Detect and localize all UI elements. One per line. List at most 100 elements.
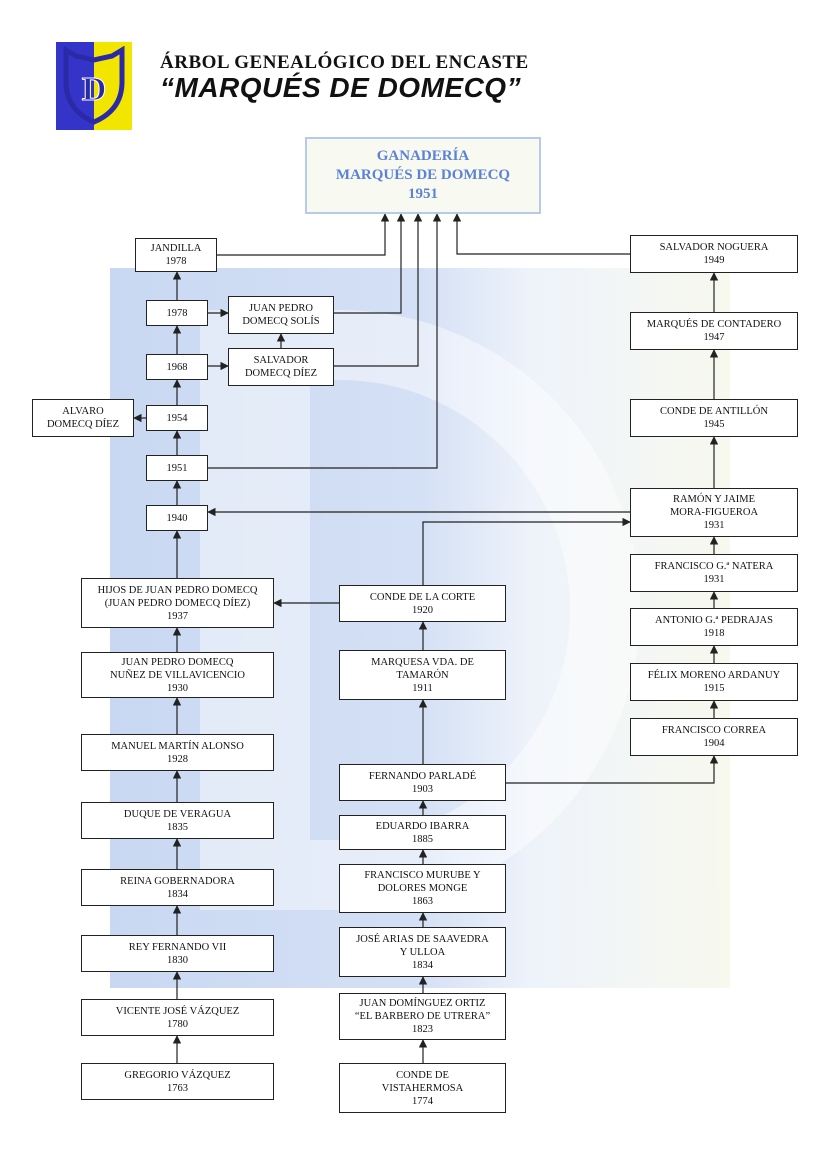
node-name: FERNANDO PARLADÉ: [368, 770, 477, 782]
node-contadero: MARQUÉS DE CONTADERO 1947: [630, 312, 798, 350]
node-year: 1830: [167, 954, 188, 966]
node-name: EDUARDO IBARRA: [375, 820, 470, 832]
node-vista: CONDE DE VISTAHERMOSA 1774: [339, 1063, 506, 1113]
node-year: 1885: [412, 833, 433, 845]
node-hijos: HIJOS DE JUAN PEDRO DOMECQ (JUAN PEDRO D…: [81, 578, 274, 628]
node-year: 1930: [167, 682, 188, 694]
node-name: JUAN PEDRO DOMECQ NUÑEZ DE VILLAVICENCIO: [110, 656, 245, 681]
node-name: MANUEL MARTÍN ALONSO: [111, 740, 244, 752]
node-jandilla: JANDILLA 1978: [135, 238, 217, 272]
node-name: DUQUE DE VERAGUA: [123, 808, 232, 820]
node-name: RAMÓN Y JAIME MORA-FIGUEROA: [669, 494, 759, 518]
node-parlade: FERNANDO PARLADÉ 1903: [339, 764, 506, 801]
node-name: SALVADOR DOMECQ DÍEZ: [244, 355, 318, 379]
node-y1940: 1940: [146, 505, 208, 531]
node-tamaron: MARQUESA VDA. DE TAMARÓN 1911: [339, 650, 506, 700]
node-year: 1951: [408, 186, 438, 202]
node-year: 1823: [412, 1024, 433, 1035]
node-barbero: JUAN DOMÍNGUEZ ORTIZ “EL BARBERO DE UTRE…: [339, 993, 506, 1040]
node-year: 1863: [412, 896, 433, 907]
node-add: ALVARO DOMECQ DÍEZ: [32, 399, 134, 437]
edge-parlade-to-correa: [506, 755, 719, 784]
node-y1978: 1978: [146, 300, 208, 326]
node-sdd: SALVADOR DOMECQ DÍEZ: [228, 348, 334, 386]
title-line-1: ÁRBOL GENEALÓGICO DEL ENCASTE: [160, 52, 529, 73]
node-vjv: VICENTE JOSÉ VÁZQUEZ 1780: [81, 999, 274, 1036]
node-name: 1978: [166, 307, 188, 319]
node-name: GANADERÍA MARQUÉS DE DOMECQ: [335, 148, 511, 183]
node-year: 1937: [167, 610, 188, 622]
edge-jandilla-to-root: [217, 213, 390, 256]
node-year: 1904: [703, 738, 725, 749]
node-name: 1954: [166, 412, 188, 424]
node-name: FRANCISCO MURUBE Y DOLORES MONGE: [364, 870, 481, 894]
edge-sdd-to-root: [334, 213, 423, 367]
node-corte: CONDE DE LA CORTE 1920: [339, 585, 506, 622]
node-arias: JOSÉ ARIAS DE SAAVEDRA Y ULLOA 1834: [339, 927, 506, 977]
node-name: 1940: [166, 512, 188, 524]
node-jpds: JUAN PEDRO DOMECQ SOLÍS: [228, 296, 334, 334]
node-name: JOSÉ ARIAS DE SAAVEDRA Y ULLOA: [356, 933, 489, 958]
node-name: FRANCISCO CORREA: [661, 725, 767, 736]
node-name: MARQUÉS DE CONTADERO: [646, 319, 782, 330]
node-name: CONDE DE VISTAHERMOSA: [381, 1069, 464, 1094]
node-name: CONDE DE ANTILLÓN: [660, 406, 768, 417]
node-pedrajas: ANTONIO G.ª PEDRAJAS 1918: [630, 608, 798, 646]
node-name: 1951: [166, 462, 188, 474]
node-name: REY FERNANDO VII: [128, 941, 227, 953]
node-year: 1780: [167, 1018, 188, 1030]
edge-y1951-to-root: [208, 213, 442, 469]
node-name: JUAN DOMÍNGUEZ ORTIZ “EL BARBERO DE UTRE…: [354, 998, 491, 1022]
node-reina: REINA GOBERNADORA 1834: [81, 869, 274, 906]
node-year: 1978: [165, 256, 187, 267]
node-antillon: CONDE DE ANTILLÓN 1945: [630, 399, 798, 437]
node-y1951: 1951: [146, 455, 208, 481]
node-name: GREGORIO VÁZQUEZ: [124, 1069, 231, 1081]
node-name: VICENTE JOSÉ VÁZQUEZ: [115, 1005, 240, 1017]
node-name: HIJOS DE JUAN PEDRO DOMECQ (JUAN PEDRO D…: [97, 584, 258, 609]
node-name: JUAN PEDRO DOMECQ SOLÍS: [242, 303, 320, 327]
node-year: 1945: [703, 419, 725, 430]
node-root: GANADERÍA MARQUÉS DE DOMECQ 1951: [305, 137, 541, 214]
node-ibarra: EDUARDO IBARRA 1885: [339, 815, 506, 850]
node-y1968: 1968: [146, 354, 208, 380]
node-year: 1920: [412, 604, 433, 616]
edge-noguera-to-root: [452, 213, 630, 255]
node-ramon: RAMÓN Y JAIME MORA-FIGUEROA 1931: [630, 488, 798, 537]
node-name: ALVARO DOMECQ DÍEZ: [46, 406, 120, 430]
node-year: 1928: [167, 753, 188, 765]
node-mma: MANUEL MARTÍN ALONSO 1928: [81, 734, 274, 771]
node-natera: FRANCISCO G.ª NATERA 1931: [630, 554, 798, 592]
node-murube: FRANCISCO MURUBE Y DOLORES MONGE 1863: [339, 864, 506, 913]
node-noguera: SALVADOR NOGUERA 1949: [630, 235, 798, 273]
title-line-2: “MARQUÉS DE DOMECQ”: [160, 72, 522, 103]
node-year: 1915: [703, 683, 725, 694]
node-name: FÉLIX MORENO ARDANUY: [647, 670, 781, 681]
node-y1954: 1954: [146, 405, 208, 431]
edge-jpds-to-root: [334, 213, 406, 314]
node-year: 1949: [703, 255, 725, 266]
node-name: SALVADOR NOGUERA: [659, 242, 769, 253]
node-name: 1968: [166, 361, 188, 373]
node-gv: GREGORIO VÁZQUEZ 1763: [81, 1063, 274, 1100]
node-ardanuy: FÉLIX MORENO ARDANUY 1915: [630, 663, 798, 701]
node-year: 1911: [412, 682, 433, 694]
node-year: 1931: [703, 574, 725, 585]
shield-logo: D: [56, 42, 132, 130]
node-veragua: DUQUE DE VERAGUA 1835: [81, 802, 274, 839]
node-year: 1903: [412, 783, 433, 795]
node-name: FRANCISCO G.ª NATERA: [654, 561, 774, 572]
node-year: 1931: [703, 520, 725, 531]
node-rey: REY FERNANDO VII 1830: [81, 935, 274, 972]
node-year: 1774: [412, 1095, 433, 1107]
logo-letter: D: [82, 71, 107, 108]
node-year: 1918: [703, 628, 725, 639]
logo-shield: [63, 45, 125, 125]
edge-corte-to-ramon: [422, 517, 631, 585]
node-year: 1835: [167, 821, 188, 833]
node-year: 1834: [167, 888, 188, 900]
node-jpdn: JUAN PEDRO DOMECQ NUÑEZ DE VILLAVICENCIO…: [81, 652, 274, 698]
node-year: 1947: [703, 332, 725, 343]
